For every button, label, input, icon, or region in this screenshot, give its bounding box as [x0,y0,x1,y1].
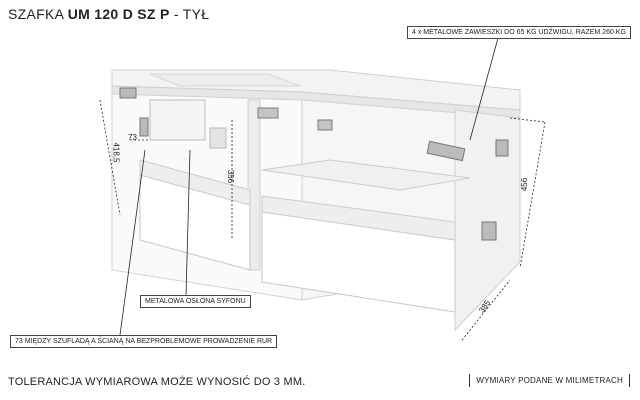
dimension-lines [99,99,546,341]
title-prefix: SZAFKA [8,6,64,22]
hanger-icon [119,87,137,99]
hanger-icon [426,140,466,162]
side-panel [454,109,521,332]
dim-drawer-height: 356 [226,169,236,184]
tolerance-note: TOLERANCJA WYMIAROWA MOŻE WYNOSIĆ DO 3 M… [8,376,306,388]
partition [247,99,261,271]
dim-left-height: 418,5 [111,142,121,163]
hanger-icon [495,139,509,157]
siphon-cover [149,99,206,141]
title-model: UM 120 D SZ P [67,6,170,22]
callout-drawer-gap: 73 MIĘDZY SZUFLADĄ A ŚCIANĄ NA BEZPROBLE… [10,335,278,348]
basin [149,73,301,87]
shelf [261,159,471,191]
leader-lines [119,37,499,336]
dim-gap: 73 [128,133,137,142]
units-note: WYMIARY PODANE W MILIMETRACH [469,374,630,387]
title-suffix: - TYŁ [173,6,210,22]
hanger-icon [481,221,497,241]
dim-right-height: 456 [520,177,530,192]
hanger-icon [139,117,149,137]
callout-siphon: METALOWA OSŁONA SYFONU [140,295,251,308]
callout-hangers: 4 x METALOWE ZAWIESZKI DO 65 KG UDŹWIGU,… [407,26,631,39]
page-title: SZAFKA UM 120 D SZ P - TYŁ [8,6,209,22]
